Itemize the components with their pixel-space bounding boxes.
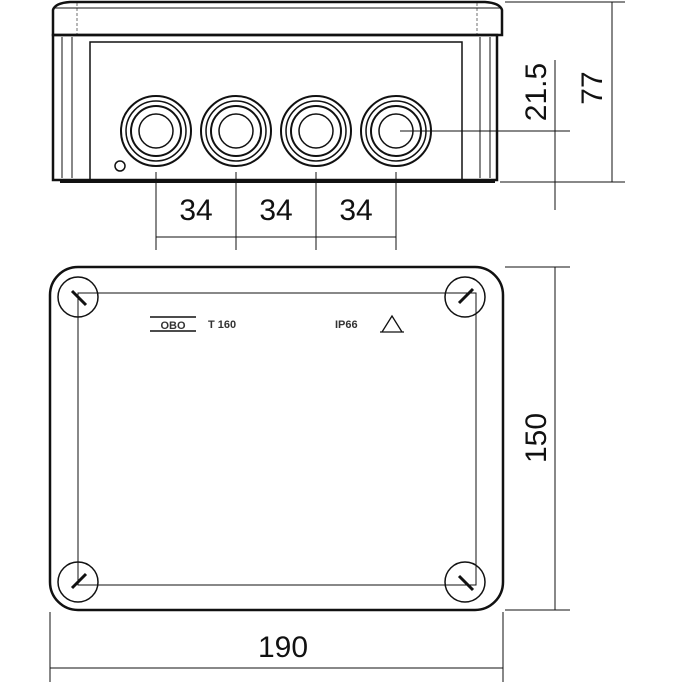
lid-outline — [48, 265, 505, 612]
gland-spacing-dimension — [155, 172, 397, 250]
gland-height-label: 21.5 — [520, 63, 553, 121]
front-view: 34 34 34 21.5 77 — [51, 0, 625, 250]
svg-text:OBO: OBO — [160, 320, 186, 332]
corner-screw — [444, 561, 486, 603]
corner-screw — [57, 276, 99, 318]
corner-screw — [57, 561, 99, 603]
certification-triangle-icon — [380, 314, 404, 333]
depth-label: 150 — [520, 413, 553, 463]
cable-gland — [120, 95, 192, 167]
model-label: T 160 — [208, 319, 236, 331]
spacing-label: 34 — [179, 194, 212, 227]
protection-label: IP66 — [335, 319, 358, 331]
vent-icon — [114, 160, 126, 172]
lid-side — [51, 0, 504, 37]
body-side — [51, 33, 499, 182]
top-view: OBO T 160 IP66 150 190 — [48, 265, 570, 682]
spacing-label: 34 — [259, 194, 292, 227]
gland-height-dimension — [400, 60, 570, 210]
cable-gland — [280, 95, 352, 167]
height-dimension — [505, 1, 625, 183]
spacing-label: 34 — [339, 194, 372, 227]
obo-logo: OBO — [150, 316, 196, 332]
width-label: 190 — [258, 631, 308, 664]
width-dimension — [49, 612, 504, 682]
corner-screw — [444, 276, 486, 318]
depth-dimension — [505, 266, 570, 611]
height-label: 77 — [576, 71, 609, 104]
cable-gland — [200, 95, 272, 167]
